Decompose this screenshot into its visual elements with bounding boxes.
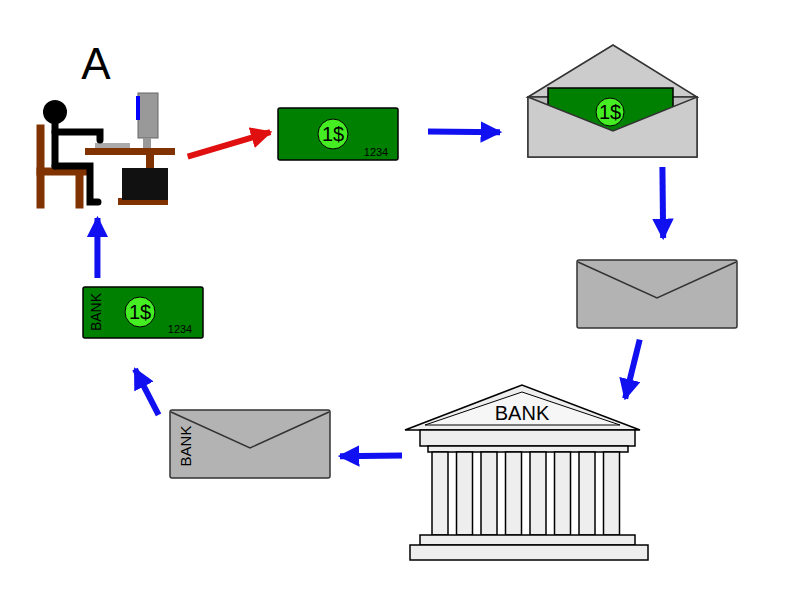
note-text: 1234 [168, 324, 192, 335]
bank-building-part-part [555, 452, 571, 535]
computer [95, 93, 168, 200]
bank-stamp: BANK [89, 293, 103, 331]
bank-building-part [405, 385, 640, 430]
banknote [278, 108, 398, 160]
person-label: A [81, 42, 110, 86]
flow-arrow [340, 453, 402, 460]
banknote-part [278, 108, 398, 160]
person [43, 100, 100, 202]
person-part [55, 166, 98, 202]
bank-building-part-part [506, 452, 522, 535]
bank-building-part [420, 535, 635, 545]
bank-building-part-part [481, 452, 497, 535]
computer-part [138, 93, 158, 138]
flow-arrow [625, 340, 640, 399]
open-envelope-part [596, 98, 624, 126]
bank-envelope [170, 410, 330, 478]
bank-building-part-part [604, 452, 620, 535]
banknote-in-envelope: 1$ [548, 88, 673, 138]
signed-banknote [83, 287, 203, 338]
bank-building-part [432, 452, 620, 535]
chair-part [76, 168, 83, 208]
closed-envelope-part [578, 262, 736, 298]
bank-building [405, 385, 648, 560]
open-envelope-part [528, 97, 697, 157]
banknote-part [318, 119, 348, 149]
flow-arrow [428, 129, 500, 136]
bank-building-part-part [457, 452, 473, 535]
bank-building-part-part [432, 452, 448, 535]
chair-part [37, 125, 44, 208]
note-text: 1$ [322, 124, 344, 144]
computer-part [122, 168, 168, 200]
bank-building-part [428, 446, 628, 452]
note-text: 1$ [599, 102, 621, 122]
flow-arrow [94, 218, 100, 278]
signed-banknote: BANK 1$ 1234 [83, 287, 203, 338]
desk-part [85, 148, 175, 155]
flow-arrow [659, 167, 666, 238]
person-figure: A [30, 40, 180, 210]
bank-building-part [420, 430, 635, 446]
signed-banknote-part [83, 287, 203, 338]
note-text: BANK [495, 403, 549, 423]
note-text: 1$ [129, 302, 151, 322]
closed-envelope [577, 260, 737, 328]
person-part [55, 132, 100, 140]
desk [85, 148, 175, 205]
open-envelope [528, 45, 697, 157]
computer-part [136, 96, 140, 120]
bank-envelope-part [170, 410, 330, 478]
signed-banknote-part [125, 297, 155, 327]
bank-stamp: BANK [178, 426, 193, 467]
computer-part [143, 138, 151, 148]
bank-building-part-part [530, 452, 546, 535]
bank-building-part [425, 392, 620, 425]
bank-building-part-part [579, 452, 595, 535]
closed-envelope [577, 260, 737, 328]
note-text: 1234 [364, 147, 388, 158]
banknote: 1$ 1234 [278, 108, 398, 160]
flow-arrow [188, 132, 271, 157]
bank-building: BANK [405, 383, 648, 560]
closed-envelope-part [577, 260, 737, 328]
bank-envelope-part [171, 412, 329, 448]
open-envelope: 1$ [528, 45, 698, 157]
flow-arrow [135, 369, 159, 415]
bank-envelope: BANK [170, 410, 330, 478]
bank-building-part [410, 545, 648, 560]
computer-part [95, 143, 130, 148]
